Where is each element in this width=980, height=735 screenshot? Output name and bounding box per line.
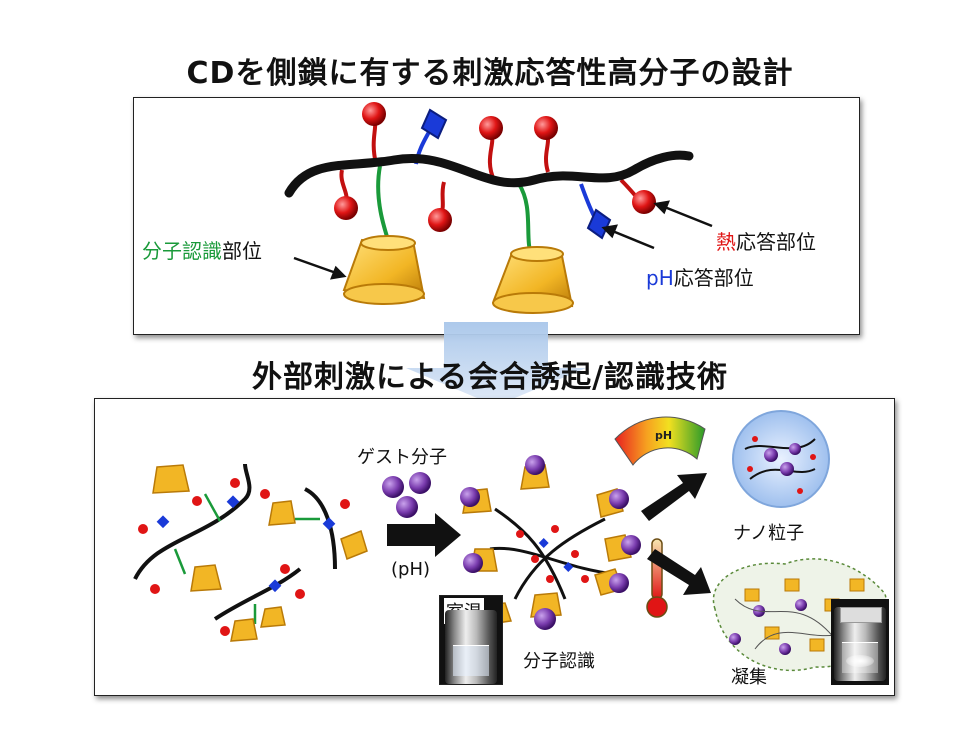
thermo-unit	[362, 102, 386, 126]
guest-molecule-label: ゲスト分子	[357, 447, 447, 468]
thermo-unit	[428, 208, 452, 232]
cyclodextrin-right	[492, 246, 574, 314]
clear-vial-icon	[445, 610, 497, 684]
ph-condition-label: (pH)	[391, 559, 431, 580]
nanoparticle-label: ナノ粒子	[733, 523, 805, 544]
recognition-site-label: 分子認識部位	[142, 239, 262, 263]
thermo-site-label: 熱応答部位	[716, 230, 816, 254]
cyclodextrin-left	[342, 235, 426, 305]
process-illustration: pH	[133, 410, 888, 672]
polymer-backbone	[284, 150, 694, 198]
ph-unit	[586, 208, 612, 240]
room-temp-vial: 室温	[439, 595, 503, 685]
thermo-unit	[534, 116, 558, 140]
thermo-unit	[479, 116, 503, 140]
title-design: CDを側鎖に有する刺激応答性高分子の設計	[186, 56, 794, 91]
title-technology: 外部刺激による会合誘起/認識技術	[251, 360, 729, 395]
ph-unit	[420, 108, 448, 140]
design-panel: 分子認識部位 熱応答部位 pH応答部位	[133, 97, 860, 335]
ph-site-label: pH応答部位	[646, 266, 754, 290]
aggregation-label: 凝集	[731, 667, 767, 688]
thermo-unit	[632, 190, 656, 214]
thermo-unit	[334, 196, 358, 220]
process-panel: pH ゲスト分子 (pH)	[94, 398, 895, 696]
recognition-label: 分子認識	[523, 651, 595, 672]
turbid-vial-icon	[834, 607, 886, 681]
aggregate-vial	[831, 599, 889, 685]
ph-gauge-label: pH	[655, 429, 672, 442]
polymer-design-illustration	[284, 102, 713, 314]
